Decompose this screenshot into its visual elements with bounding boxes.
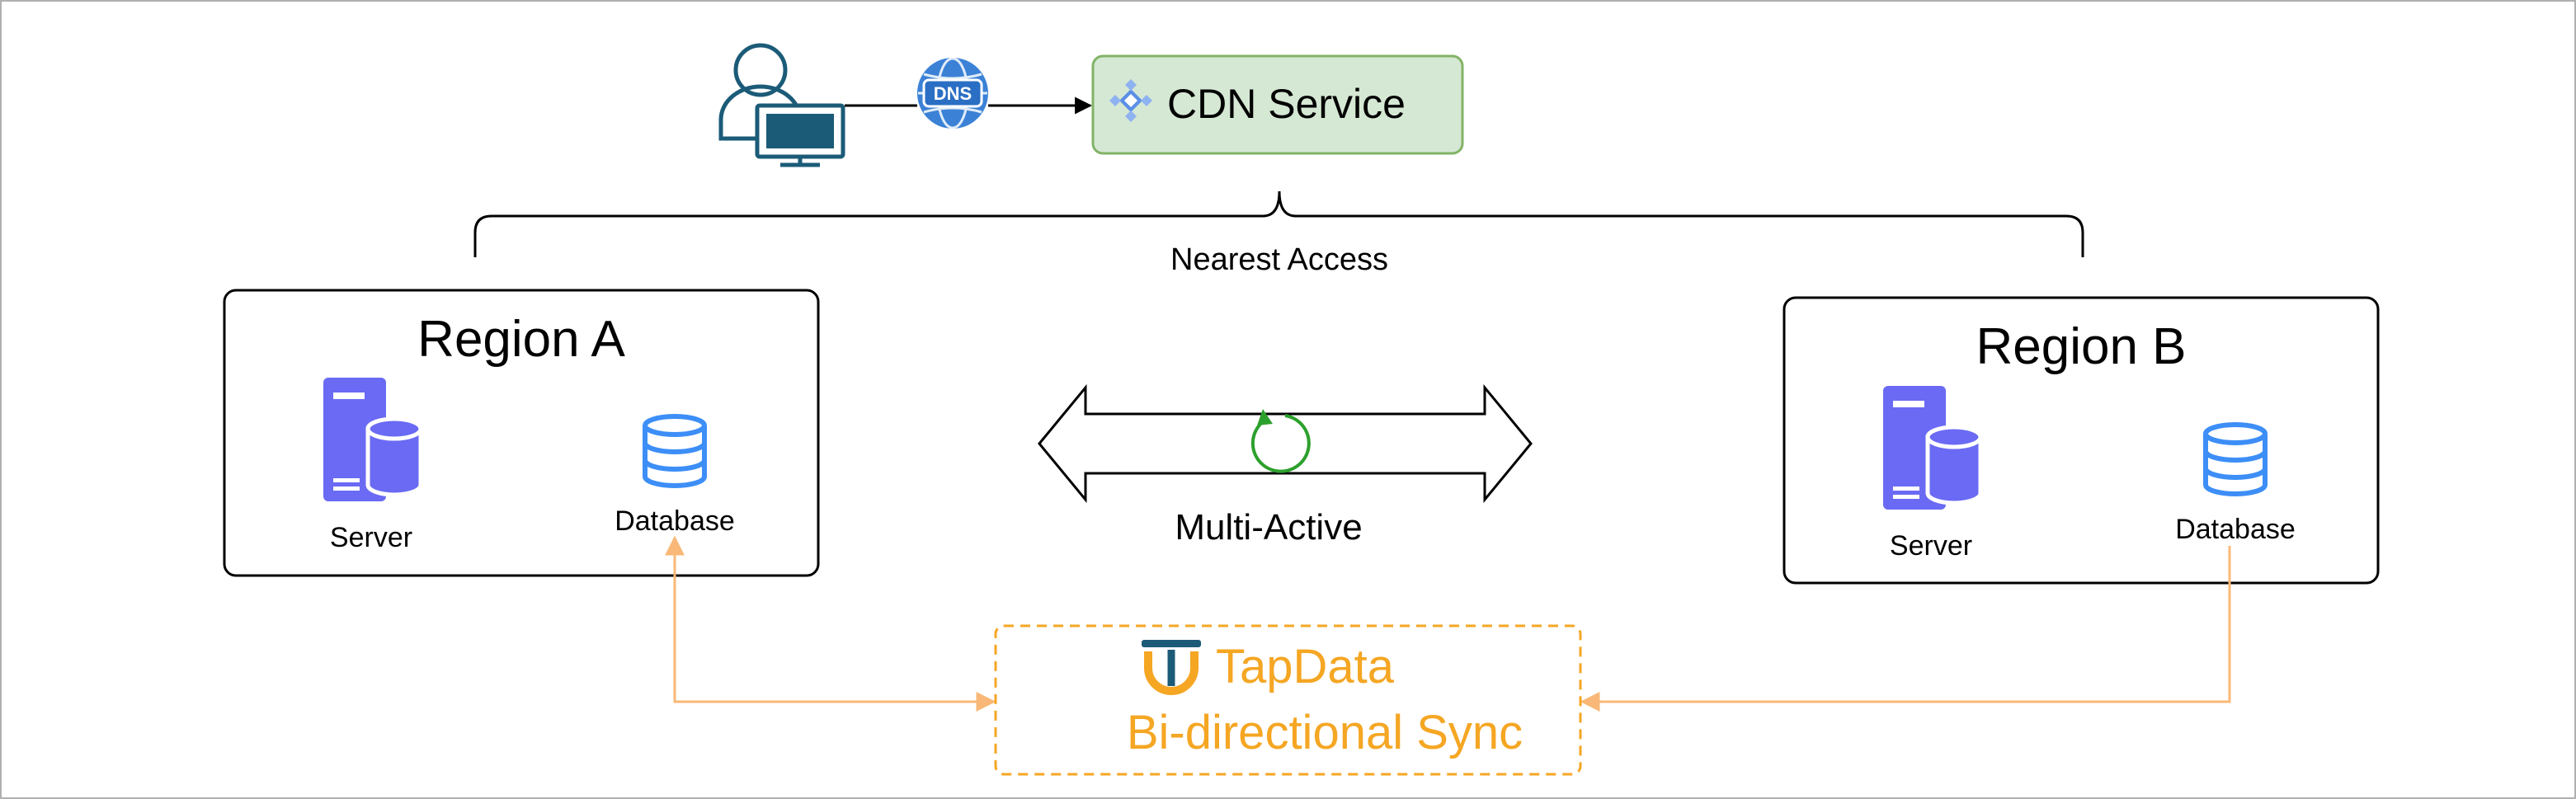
- region-a-db-sync-line: [665, 535, 996, 712]
- multi-active-label: Multi-Active: [1175, 507, 1362, 548]
- refresh-icon: [1250, 409, 1311, 473]
- cdn-icon: [1109, 79, 1152, 122]
- tapdata-sync-box: [994, 624, 1582, 776]
- cdn-service-label: CDN Service: [1167, 81, 1406, 127]
- dns-label: DNS: [934, 83, 972, 104]
- region-b-database-label: Database: [2175, 514, 2296, 545]
- tapdata-sync-label: Bi-directional Sync: [1127, 706, 1523, 759]
- dns-globe-icon: DNS: [917, 57, 988, 129]
- nearest-access-brace: [473, 190, 2084, 257]
- multi-active-arrow: Multi-Active: [1038, 383, 1533, 548]
- region-b-server-label: Server: [1890, 530, 1972, 562]
- region-a-database-label: Database: [615, 505, 735, 537]
- tapdata-sync-node: TapData Bi-directional Sync: [994, 624, 1582, 776]
- tapdata-logo-icon: [1142, 640, 1201, 695]
- region-a-server-label: Server: [330, 522, 412, 553]
- region-b-title: Region B: [1976, 318, 2186, 375]
- tapdata-brand-label: TapData: [1216, 640, 1395, 693]
- nearest-access-label: Nearest Access: [1170, 242, 1388, 277]
- region-b-box: [1782, 296, 2380, 585]
- region-a: Region A Server Database: [223, 289, 820, 577]
- user-computer-icon: [718, 43, 845, 167]
- region-a-box: [223, 289, 820, 577]
- region-b: Region B Server Database: [1782, 296, 2380, 585]
- region-b-db-sync-line: [1580, 546, 2231, 712]
- cdn-service-box: [1091, 54, 1464, 155]
- region-a-title: Region A: [417, 311, 625, 368]
- cdn-service-node: CDN Service: [1091, 54, 1464, 155]
